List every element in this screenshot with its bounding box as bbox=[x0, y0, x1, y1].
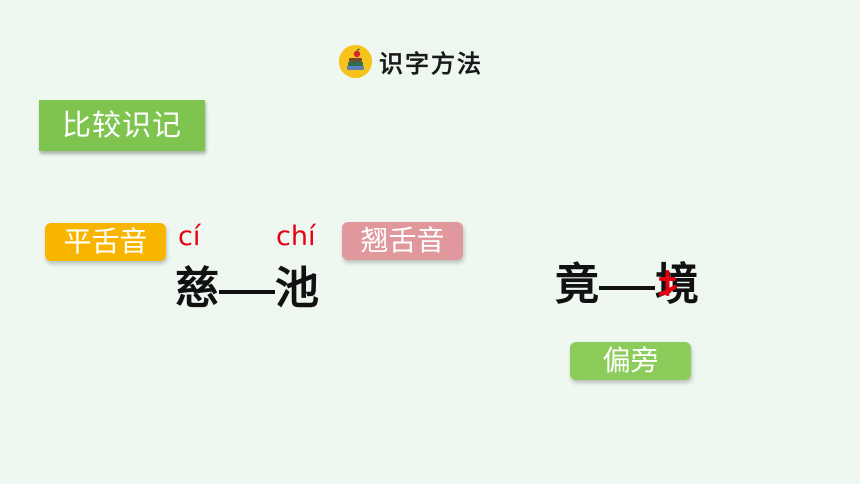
character-second-right: 境 bbox=[655, 259, 699, 310]
character-pair-right: 竟境 bbox=[555, 257, 699, 313]
radical-tag: 偏旁 bbox=[570, 342, 691, 380]
dash-separator-right bbox=[599, 257, 655, 313]
pinyin-first: cí bbox=[178, 221, 201, 252]
character-with-radical-wrapper: 境 bbox=[655, 257, 699, 313]
dash-separator bbox=[219, 261, 275, 317]
character-first: 慈 bbox=[175, 263, 219, 314]
books-apple-icon-graphic bbox=[339, 44, 372, 78]
character-second: 池 bbox=[275, 263, 319, 314]
flat-tongue-tag: 平舌音 bbox=[45, 223, 166, 261]
character-first-right: 竟 bbox=[555, 259, 599, 310]
page-title: 识字方法 bbox=[379, 48, 483, 78]
header: 识字方法 bbox=[339, 43, 483, 79]
books-apple-icon bbox=[339, 44, 372, 78]
character-pair-left: 慈池 bbox=[175, 261, 319, 317]
retroflex-tag: 翘舌音 bbox=[342, 222, 463, 260]
section-badge: 比较识记 bbox=[39, 100, 205, 151]
pinyin-second: chí bbox=[276, 221, 316, 252]
